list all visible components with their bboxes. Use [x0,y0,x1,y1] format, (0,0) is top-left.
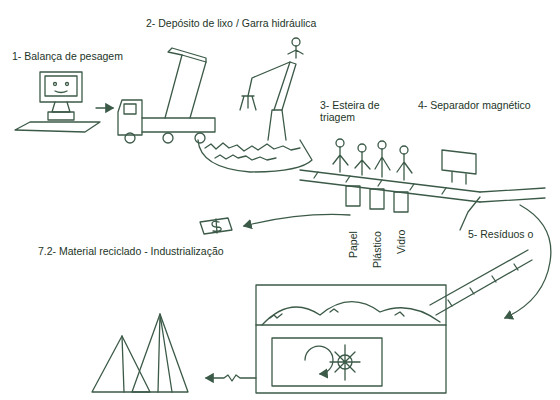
step-label: 3- Esteira de triagem [320,99,392,123]
step-label: 4- Separador magnético [418,99,531,111]
step-label: 2- Depósito de lixo / Garra hidráulica [146,17,316,29]
step-label: 1- Balança de pesagem [12,50,123,62]
step-label: 7.2- Material reciclado - Industrializaç… [38,245,224,257]
step-label: 5- Resíduos o [468,228,533,240]
bin-label: Vidro [395,230,407,254]
bin-label: Plástico [371,231,383,268]
bin-label: Papel [347,231,359,258]
